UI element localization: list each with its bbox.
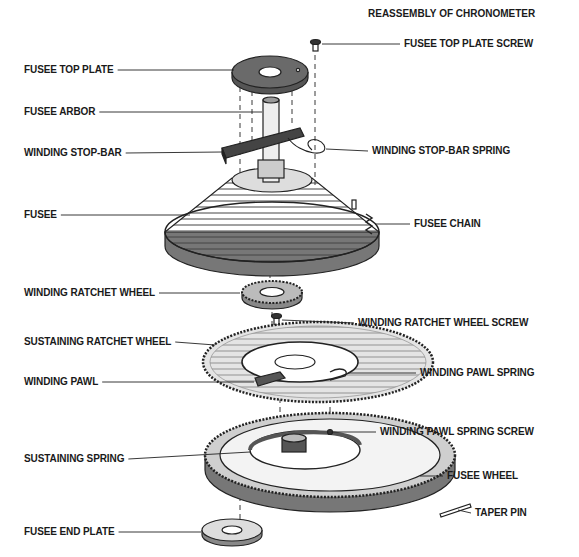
winding-ratchet-wheel — [242, 281, 302, 303]
screw-head — [311, 40, 321, 45]
leader-line — [175, 342, 215, 345]
part-label: FUSEE TOP PLATE SCREW — [404, 38, 533, 50]
part-label: SUSTAINING SPRING — [24, 453, 124, 465]
leader-line — [458, 510, 471, 513]
leader-line — [99, 112, 262, 113]
leader-line — [118, 70, 234, 71]
part-label: WINDING STOP-BAR — [24, 147, 122, 159]
taper-pin — [440, 504, 471, 517]
part-label: FUSEE WHEEL — [447, 470, 518, 482]
leader-line — [102, 382, 254, 383]
fusee-wheel — [205, 413, 455, 497]
leader-line — [61, 215, 190, 216]
part-label: WINDING RATCHET WHEEL — [24, 287, 155, 299]
part-label: WINDING PAWL — [24, 376, 98, 388]
leader-line — [282, 320, 354, 323]
leader-line — [333, 432, 376, 433]
leader-line — [322, 44, 400, 45]
leader-line — [128, 452, 250, 459]
fusee-chain — [366, 214, 372, 234]
part-label: FUSEE ARBOR — [24, 106, 95, 118]
winding-pawl — [255, 372, 285, 386]
figure-title: REASSEMBLY OF CHRONOMETER — [368, 8, 535, 20]
stop-bar-spring — [288, 138, 325, 153]
sustaining-ratchet-wheel — [203, 322, 433, 402]
part-label: WINDING RATCHET WHEEL SCREW — [358, 317, 528, 329]
part-label: WINDING PAWL SPRING — [420, 367, 534, 379]
part-label: WINDING PAWL SPRING SCREW — [380, 426, 534, 438]
part-label: TAPER PIN — [475, 507, 527, 519]
winding-pawl-spring — [330, 369, 346, 380]
leader-line — [348, 373, 416, 374]
leader-line — [326, 149, 368, 151]
leader-line — [375, 224, 410, 225]
part-label: FUSEE CHAIN — [414, 218, 481, 230]
part-label: FUSEE — [24, 209, 57, 221]
part-label: WINDING STOP-BAR SPRING — [372, 145, 510, 157]
leader-line — [420, 476, 443, 477]
fusee-top-plate — [232, 56, 308, 88]
part-label: FUSEE TOP PLATE — [24, 64, 114, 76]
fusee-end-plate — [202, 519, 262, 541]
leader-line — [126, 152, 222, 153]
part-label: SUSTAINING RATCHET WHEEL — [24, 336, 171, 348]
leader-line — [119, 532, 201, 533]
part-label: FUSEE END PLATE — [24, 526, 115, 538]
leader-line — [159, 293, 240, 294]
